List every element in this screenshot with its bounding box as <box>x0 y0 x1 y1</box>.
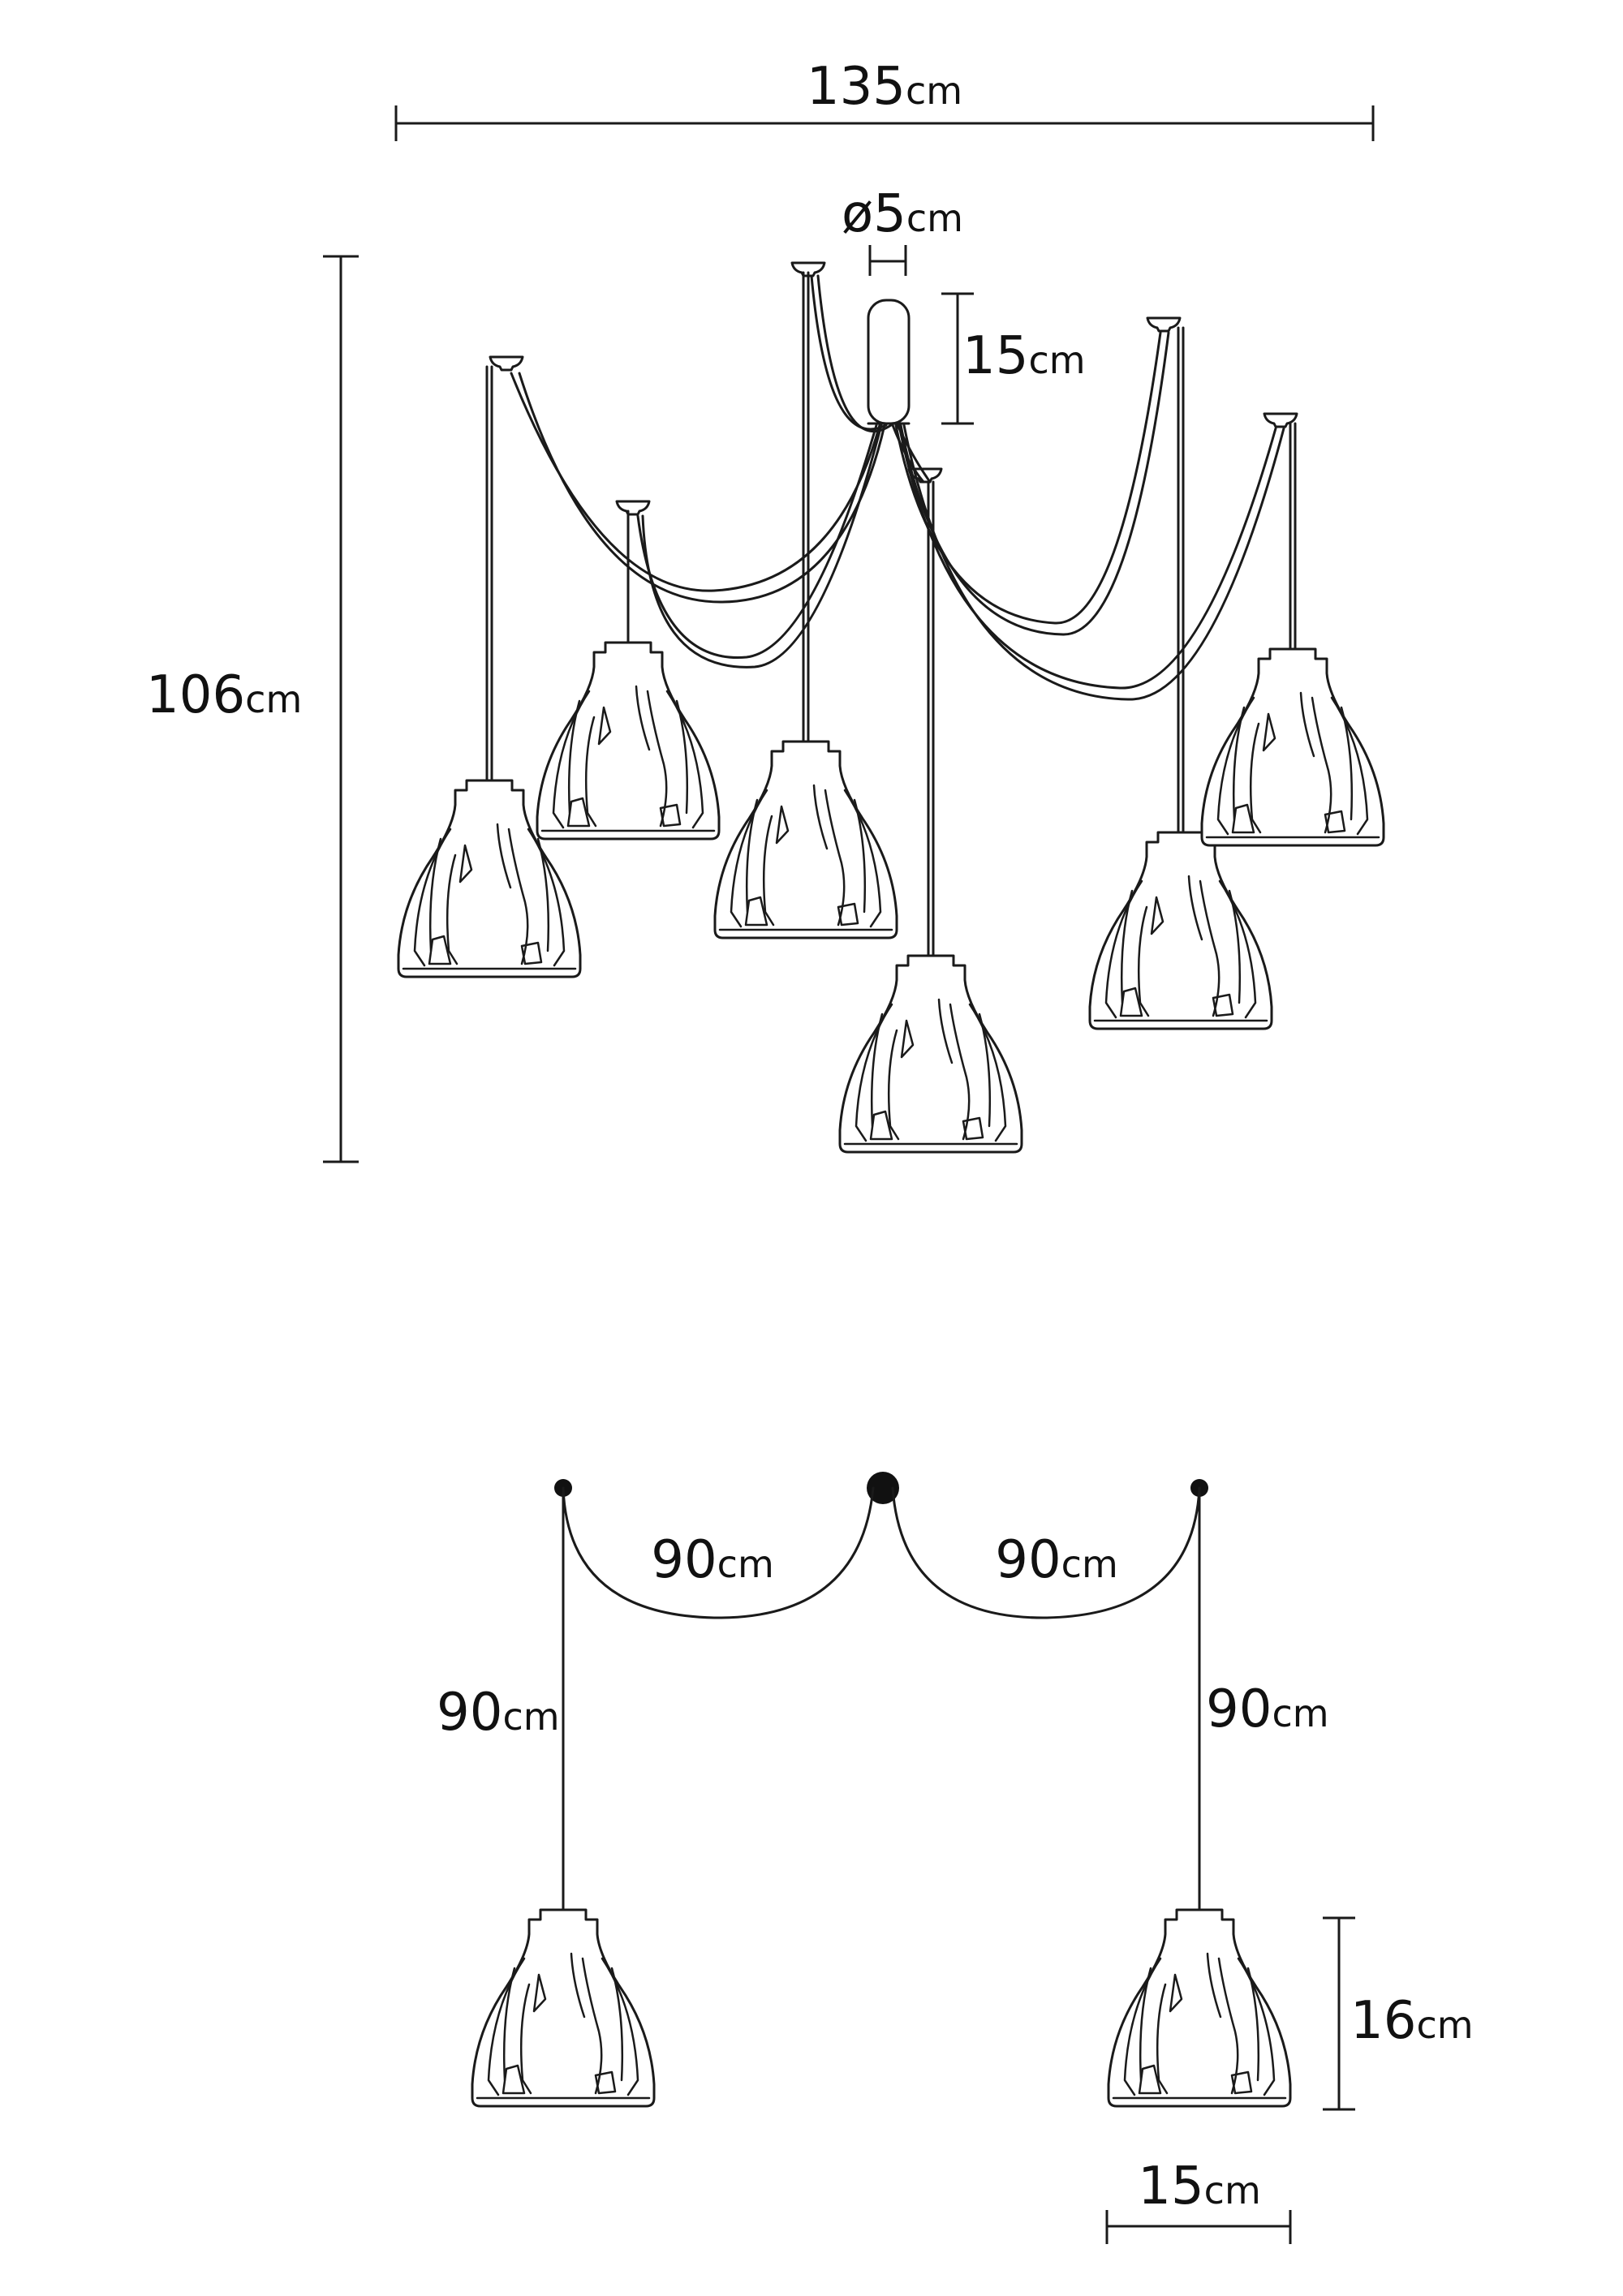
canopy-diameter-label: ø5cm <box>842 184 963 244</box>
canopy-height-dimension: 15cm <box>941 292 1086 425</box>
lamp-shade-right <box>1107 1908 1292 2108</box>
shade-height-dimension: 16cm <box>1323 1916 1474 2111</box>
canopy-diameter-dimension: ø5cm <box>842 184 963 276</box>
canopy-height-label: 15cm <box>962 326 1086 386</box>
central-mount-point <box>867 1472 899 1504</box>
central-canopy <box>867 299 911 425</box>
lamp-shades-top <box>397 641 1385 1154</box>
width-dim-label: 135cm <box>807 57 962 117</box>
left-swag-cable <box>562 1486 875 1619</box>
left-drop-label: 90cm <box>437 1683 560 1743</box>
total-height-label: 106cm <box>146 665 302 725</box>
shade-width-dimension: 15cm <box>1105 2156 1292 2244</box>
right-drop-label: 90cm <box>1206 1679 1329 1739</box>
shade-width-label: 15cm <box>1138 2156 1261 2216</box>
bottom-view: 90cm 90cm 90cm 90cm 16cm 15cm <box>437 1472 1474 2244</box>
drop-cords <box>485 271 1297 957</box>
lamp-shade-4 <box>838 954 1023 1154</box>
right-swag-cable <box>891 1486 1201 1619</box>
lamp-shade-6 <box>1200 647 1385 847</box>
lamp-shade-2 <box>536 641 721 841</box>
swag-cables <box>510 274 1285 701</box>
lamp-shade-5 <box>1088 831 1273 1030</box>
lamp-shade-3 <box>713 740 898 939</box>
width-dimension: 135cm <box>394 57 1375 141</box>
shade-height-label: 16cm <box>1350 1991 1474 2051</box>
right-swag-label: 90cm <box>995 1530 1118 1590</box>
total-height-dimension: 106cm <box>146 255 359 1163</box>
left-swag-label: 90cm <box>651 1530 774 1590</box>
lamp-shade-left <box>471 1908 656 2108</box>
top-view: 135cm ø5cm 15cm 106cm <box>146 57 1385 1163</box>
